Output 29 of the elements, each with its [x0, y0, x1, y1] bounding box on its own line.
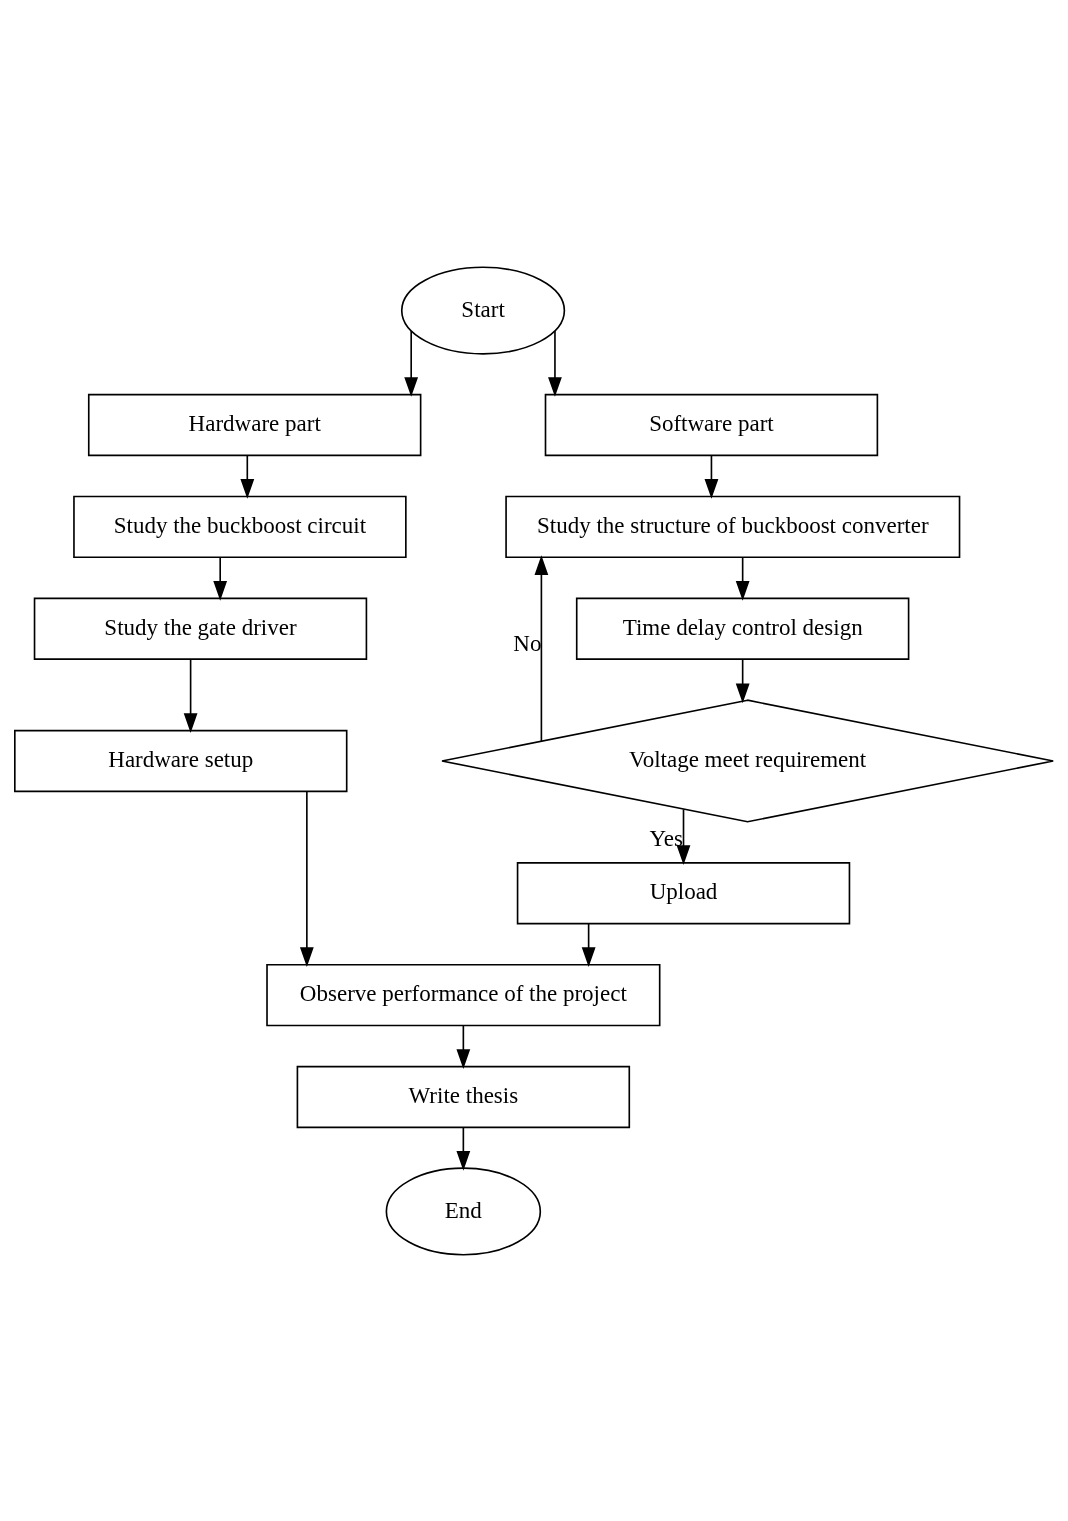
- node-box: Software part: [544, 393, 879, 456]
- arrow: [240, 454, 255, 499]
- arrow: [548, 329, 562, 397]
- arrow: [676, 808, 691, 865]
- arrow: [299, 790, 314, 967]
- node-box: Study the gate driver: [33, 597, 368, 660]
- arrow: [404, 329, 419, 397]
- node-box: Time delay control design: [575, 597, 910, 660]
- node-box: Observe performance of the project: [266, 963, 661, 1026]
- arrow: [183, 658, 198, 733]
- arrow: [534, 554, 549, 742]
- node-diamond: Voltage meet requirement: [441, 698, 1054, 823]
- node-box: Hardware setup: [14, 729, 348, 792]
- arrow: [735, 658, 750, 703]
- arrow: [735, 556, 750, 601]
- node-box: Study the buckboost circuit: [73, 495, 407, 558]
- arrow: [581, 922, 596, 967]
- node-ellipse: Start: [400, 265, 566, 355]
- node-ellipse: End: [385, 1166, 542, 1256]
- arrow: [213, 556, 228, 601]
- arrow: [456, 1126, 471, 1171]
- node-box: Hardware part: [87, 393, 422, 456]
- arrow: [704, 454, 719, 499]
- node-box: Upload: [516, 861, 851, 924]
- node-box: Study the structure of buckboost converter: [505, 495, 961, 558]
- arrow: [456, 1024, 471, 1069]
- edge-label: Yes: [649, 825, 683, 851]
- node-box: Write thesis: [296, 1065, 631, 1128]
- edge-label: No: [513, 630, 542, 656]
